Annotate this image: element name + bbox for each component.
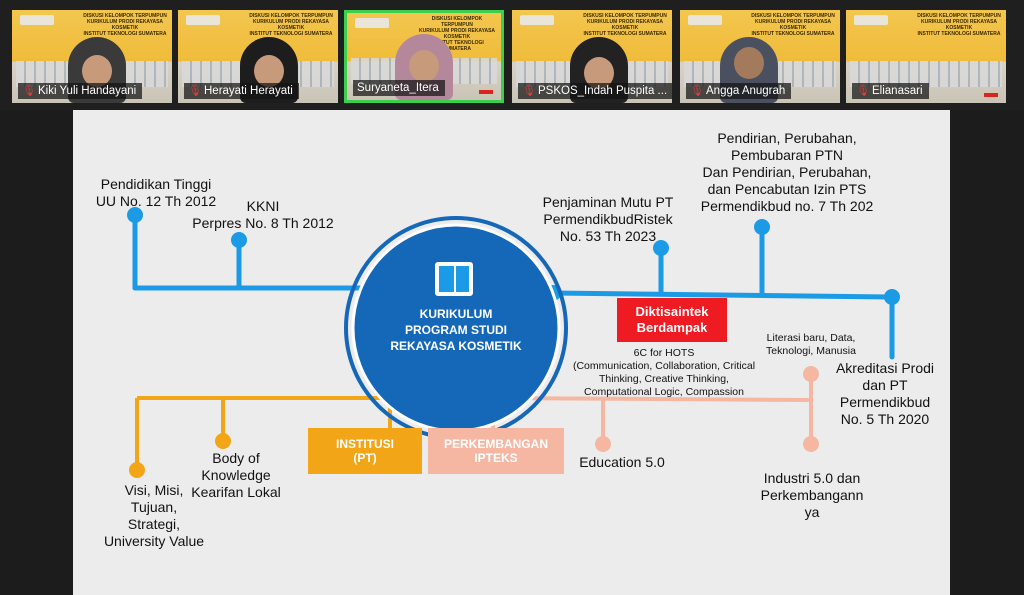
label-literasi: Literasi baru, Data,Teknologi, Manusia <box>766 332 856 357</box>
center-title: KURIKULUM PROGRAM STUDI REKAYASA KOSMETI… <box>390 307 522 353</box>
background-building <box>850 61 1002 87</box>
participant-nameplate: 🎙︎ Angga Anugrah <box>686 83 792 99</box>
label-education: Education 5.0 <box>579 454 665 470</box>
mindmap-lines <box>127 207 900 478</box>
logos <box>854 15 888 25</box>
logo <box>984 93 998 97</box>
participant-nameplate: Suryaneta_Itera <box>353 80 445 96</box>
mic-muted-icon: 🎙︎ <box>856 85 870 97</box>
participant-nameplate: 🎙︎ Herayati Herayati <box>184 83 299 99</box>
book-icon <box>435 262 473 296</box>
mic-muted-icon: 🎙︎ <box>690 85 704 97</box>
label-6c-hots: 6C for HOTS(Communication, Collaboration… <box>572 347 756 398</box>
shared-slide: KURIKULUM PROGRAM STUDI REKAYASA KOSMETI… <box>73 110 950 595</box>
logo <box>479 90 493 94</box>
logos <box>186 15 220 25</box>
participant-nameplate: 🎙︎ PSKOS_Indah Puspita ... <box>518 83 672 99</box>
logos <box>688 15 722 25</box>
participant-nameplate: 🎙︎ Elianasari <box>852 83 929 99</box>
participant-nameplate: 🎙︎ Kiki Yuli Handayani <box>18 83 143 99</box>
institusi-box: INSTITUSI(PT) <box>308 428 422 474</box>
logos <box>355 18 389 28</box>
mic-muted-icon: 🎙︎ <box>188 85 202 97</box>
logos <box>520 15 554 25</box>
mic-muted-icon: 🎙︎ <box>22 85 36 97</box>
label-visi-misi: Visi, Misi,Tujuan,Strategi,University Va… <box>103 482 205 549</box>
mic-muted-icon: 🎙︎ <box>522 85 536 97</box>
logos <box>20 15 54 25</box>
